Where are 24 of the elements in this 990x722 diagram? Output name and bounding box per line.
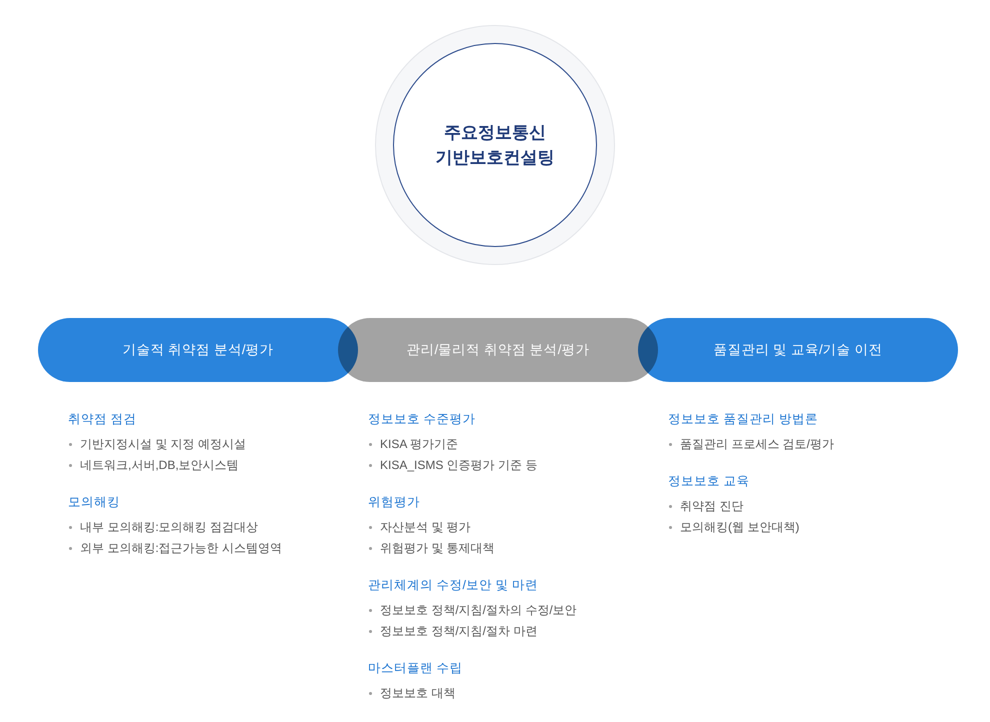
list-item: 정보보호 대책 bbox=[380, 684, 456, 702]
list-item: 취약점 진단 bbox=[680, 498, 744, 514]
section-heading: 정보보호 품질관리 방법론 bbox=[668, 411, 818, 428]
section-heading: 정보보호 교육 bbox=[668, 473, 750, 490]
list-item: 위험평가 및 통제대책 bbox=[380, 540, 495, 556]
list-item: 정보보호 정책/지침/절차의 수정/보안 bbox=[380, 602, 577, 618]
list-item: 내부 모의해킹:모의해킹 점검대상 bbox=[80, 518, 258, 536]
list-item: 품질관리 프로세스 검토/평가 bbox=[680, 436, 834, 452]
section-heading: 정보보호 수준평가 bbox=[368, 411, 476, 428]
list-item: 정보보호 정책/지침/절차 마련 bbox=[380, 622, 538, 640]
section-heading: 취약점 점검 bbox=[68, 411, 136, 428]
list-item: 외부 모의해킹:접근가능한 시스템영역 bbox=[80, 540, 282, 556]
list-item: 네트워크,서버,DB,보안시스템 bbox=[80, 456, 239, 474]
circle-title: 주요정보통신 기반보호컨설팅 bbox=[434, 122, 556, 169]
list-item: 모의해킹(웹 보안대책) bbox=[680, 518, 800, 536]
section-heading: 모의해킹 bbox=[68, 494, 120, 511]
list-item: KISA_ISMS 인증평가 기준 등 bbox=[380, 456, 538, 474]
list-item: KISA 평가기준 bbox=[380, 436, 458, 452]
section-heading: 마스터플랜 수립 bbox=[368, 660, 462, 677]
list-item: 자산분석 및 평가 bbox=[380, 518, 471, 536]
list-item: 기반지정시설 및 지정 예정시설 bbox=[80, 436, 246, 452]
section-heading: 위험평가 bbox=[368, 494, 420, 511]
category-pill: 품질관리 및 교육/기술 이전 bbox=[638, 318, 958, 382]
section-heading: 관리체계의 수정/보안 및 마련 bbox=[368, 577, 538, 594]
